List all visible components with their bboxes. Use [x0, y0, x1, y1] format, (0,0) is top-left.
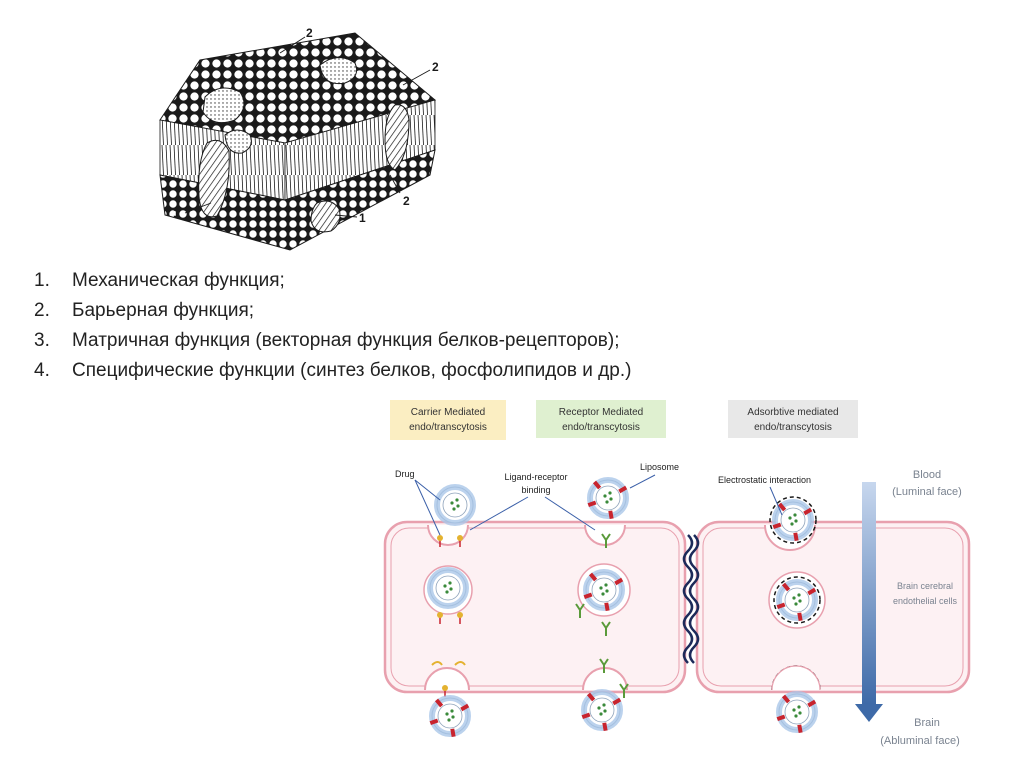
- list-item: 3.Матричная функция (векторная функция б…: [34, 326, 631, 356]
- callout-2-top: 2: [306, 26, 313, 40]
- list-text: Специфические функции (синтез белков, фо…: [72, 360, 631, 382]
- callout-2-bottom: 2: [403, 194, 410, 208]
- carrier-header-line2: endo/transcytosis: [409, 422, 487, 433]
- endothelial-cell-right: [697, 522, 969, 692]
- adsorptive-header-line1: Adsorbtive mediated: [747, 407, 838, 418]
- abluminal-face-label: (Abluminal face): [880, 735, 959, 747]
- list-number: 3.: [34, 330, 72, 352]
- blood-to-brain-arrow-shaft: [862, 482, 876, 704]
- receptor-header-line2: endo/transcytosis: [562, 422, 640, 433]
- functions-list: 1.Механическая функция; 2.Барьерная функ…: [34, 266, 631, 386]
- carrier-header-line1: Carrier Mediated: [411, 407, 485, 418]
- list-item: 1.Механическая функция;: [34, 266, 631, 296]
- adsorptive-header-line2: endo/transcytosis: [754, 422, 832, 433]
- membrane-illustration: 2 2 2 1 1: [145, 25, 445, 255]
- brain-label: Brain: [914, 717, 940, 729]
- list-number: 2.: [34, 300, 72, 322]
- blood-to-brain-arrow-head: [855, 704, 883, 722]
- electrostatic-label: Electrostatic interaction: [718, 475, 811, 485]
- transcytosis-diagram: Carrier Mediated endo/transcytosis Recep…: [375, 395, 990, 767]
- list-text: Механическая функция;: [72, 270, 285, 292]
- list-text: Матричная функция (векторная функция бел…: [72, 330, 619, 352]
- callout-2-right: 2: [432, 60, 439, 74]
- luminal-face-label: (Luminal face): [892, 486, 962, 498]
- list-number: 4.: [34, 360, 72, 382]
- liposome-label: Liposome: [640, 462, 679, 472]
- blood-label: Blood: [913, 469, 941, 481]
- carrier-header-box: [390, 400, 506, 440]
- peripheral-protein: [203, 88, 244, 123]
- receptor-header-line1: Receptor Mediated: [559, 407, 644, 418]
- endothelial-cell-left: [385, 522, 685, 692]
- drug-vesicle: [437, 487, 473, 523]
- list-number: 1.: [34, 270, 72, 292]
- callout-1-left: 1: [173, 206, 180, 220]
- ligand-label-line1: Ligand-receptor: [504, 472, 567, 482]
- ligand-label-line2: binding: [521, 485, 550, 495]
- drug-label: Drug: [395, 469, 415, 479]
- list-text: Барьерная функция;: [72, 300, 254, 322]
- drug-vesicle: [430, 570, 466, 606]
- brain-cells-label: Brain cerebral: [897, 581, 953, 591]
- endothelial-cells-label: endothelial cells: [893, 596, 958, 606]
- integral-protein: [311, 201, 340, 232]
- callout-1-bottom: 1: [359, 211, 366, 225]
- list-item: 2.Барьерная функция;: [34, 296, 631, 326]
- list-item: 4.Специфические функции (синтез белков, …: [34, 356, 631, 386]
